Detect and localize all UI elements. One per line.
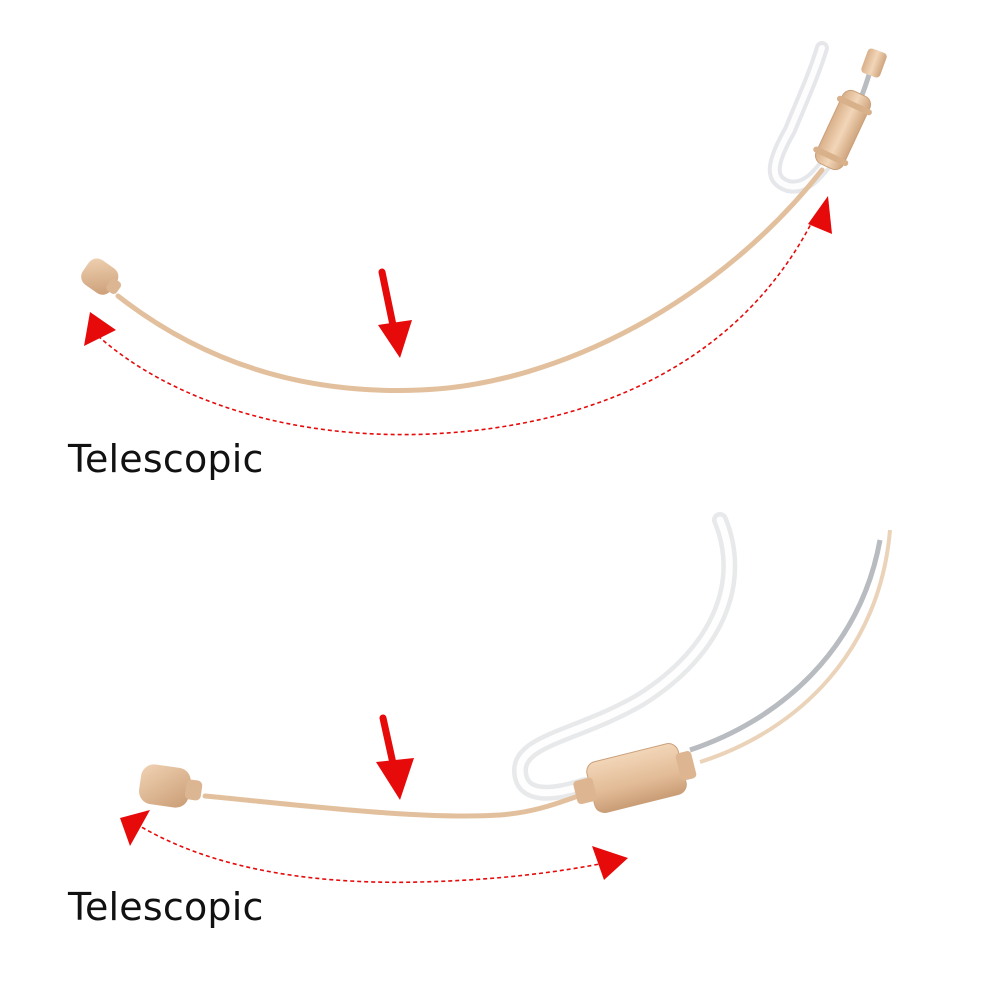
headset-mic-image-bottom <box>120 512 892 884</box>
headband-wire <box>689 539 883 753</box>
curved-double-arrow-icon <box>120 810 628 884</box>
clear-ear-hook <box>511 512 738 801</box>
boom-sleeve <box>573 743 697 814</box>
down-arrow-icon <box>378 268 412 358</box>
caption-telescopic-bottom: Telescopic <box>68 885 264 929</box>
boom-arm <box>115 167 825 393</box>
headset-mic-image-top <box>81 41 887 436</box>
mic-capsule <box>139 764 203 808</box>
boom-arm <box>202 789 593 819</box>
down-arrow-icon <box>376 714 414 800</box>
curved-double-arrow-icon <box>84 196 832 436</box>
product-panel-top: Telescopic <box>68 41 887 481</box>
product-panel-bottom: Telescopic <box>0 500 1000 1000</box>
mic-capsule <box>81 258 122 295</box>
boom-sleeve <box>813 89 872 171</box>
caption-telescopic-top: Telescopic <box>68 437 264 481</box>
